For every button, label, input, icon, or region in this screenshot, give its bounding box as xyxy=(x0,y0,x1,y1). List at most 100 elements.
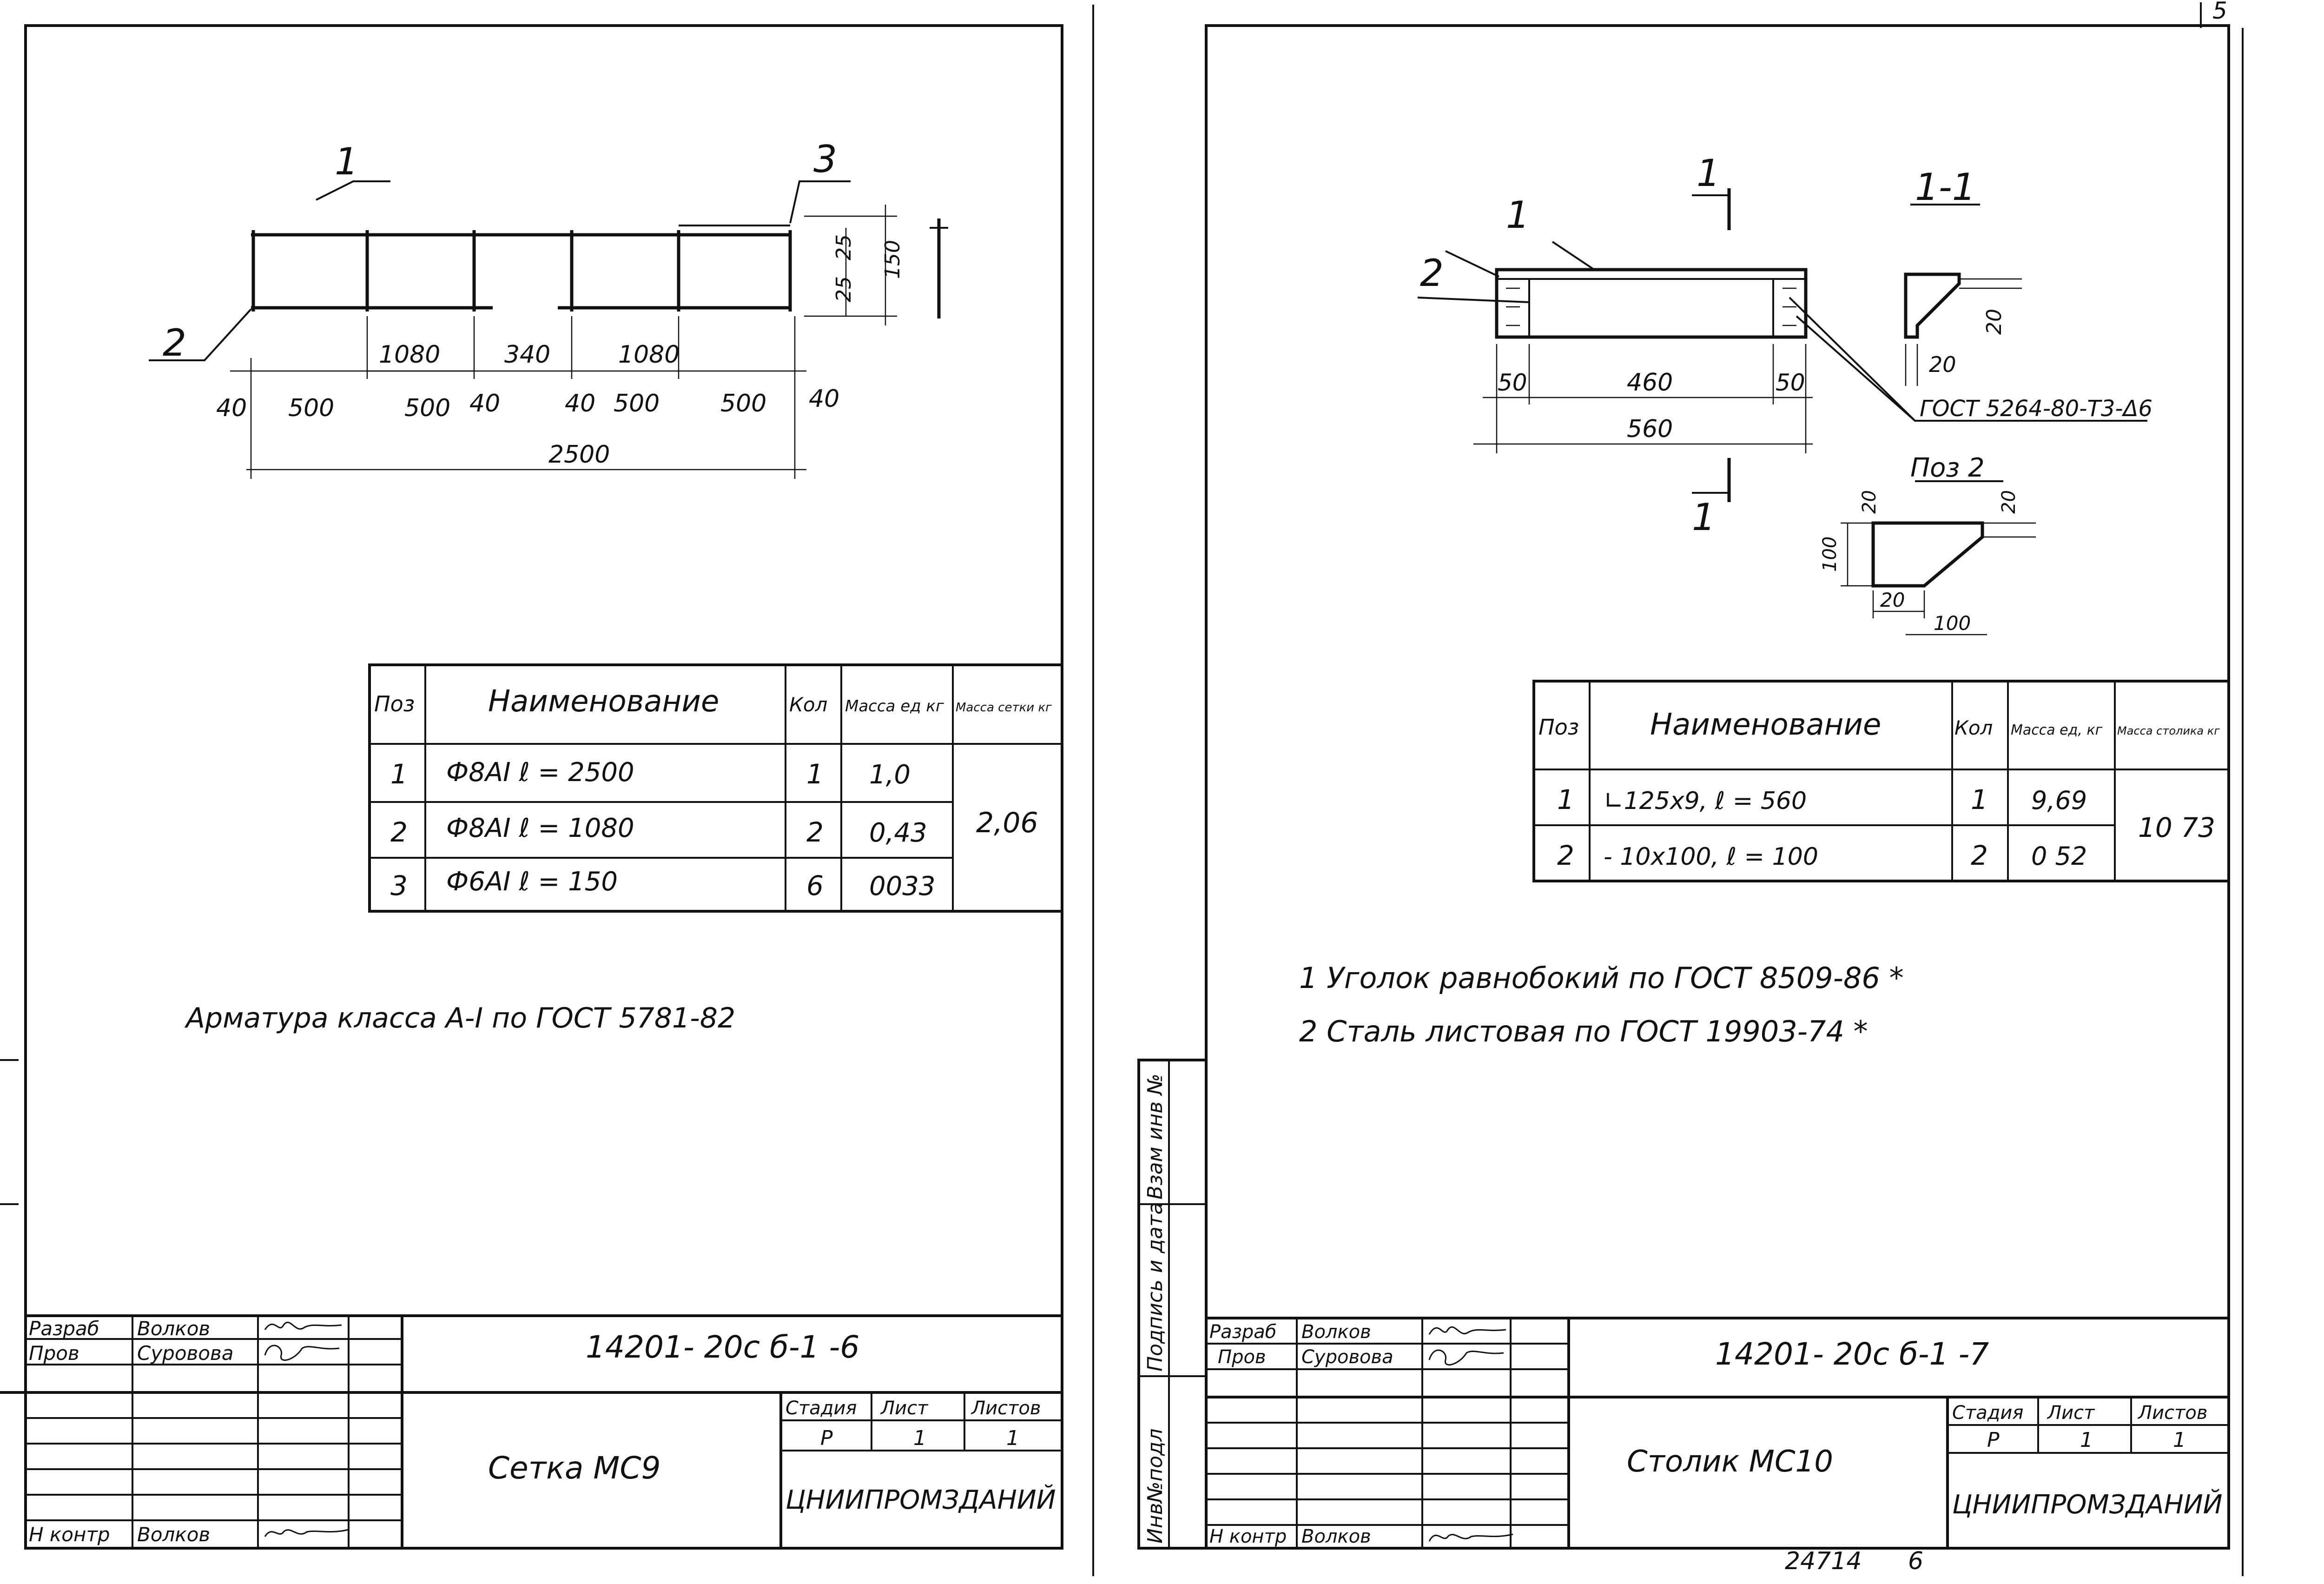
left-organization: ЦНИИПРОМЗДАНИЙ xyxy=(786,1485,1056,1515)
left-row3-mass: 0033 xyxy=(869,871,936,901)
mesh-callout-1: 1 xyxy=(335,140,358,183)
right-row2-pos: 2 xyxy=(1557,840,1574,871)
left-row2-name: Ф8АI ℓ = 1080 xyxy=(446,813,634,843)
left-note: Арматура класса А-I по ГОСТ 5781-82 xyxy=(184,1002,735,1034)
right-th-name: Наименование xyxy=(1650,708,1881,742)
left-sheets-label: Листов xyxy=(971,1398,1041,1419)
stand-dim-50-a: 50 xyxy=(1498,369,1527,396)
left-razrab-name: Волков xyxy=(137,1317,210,1340)
left-sheet-label: Лист xyxy=(880,1398,929,1419)
right-sheet-label: Лист xyxy=(2047,1402,2095,1424)
mesh-dim-40-a: 40 xyxy=(216,394,247,422)
left-row2-pos: 2 xyxy=(390,816,408,848)
left-razrab-label: Разраб xyxy=(29,1317,99,1340)
mesh-dim-500-c: 500 xyxy=(614,390,660,418)
left-stage-label: Стадия xyxy=(786,1398,857,1419)
right-stage-label: Стадия xyxy=(1952,1402,2023,1424)
mesh-dim-500-d: 500 xyxy=(720,390,766,418)
right-row2-qty: 2 xyxy=(1971,840,1988,871)
right-th-mass-total: Масса столика кг xyxy=(2117,724,2220,737)
pos2-dim-100-a: 100 xyxy=(1819,537,1841,572)
left-row3-pos: 3 xyxy=(390,870,408,901)
left-stage-value: Р xyxy=(820,1426,833,1450)
right-sheets-label: Листов xyxy=(2137,1402,2207,1424)
binding-marks xyxy=(0,2,2244,1576)
right-row2-mass: 0 52 xyxy=(2031,842,2087,871)
mesh-dim-500-b: 500 xyxy=(404,394,450,422)
sheet-number: 5 xyxy=(2212,0,2227,24)
left-row1-qty: 1 xyxy=(806,758,824,790)
left-nkontr-label: Н контр xyxy=(29,1523,110,1546)
left-row1-name: Ф8АI ℓ = 2500 xyxy=(446,757,634,788)
left-prov-label: Пров xyxy=(29,1342,79,1365)
right-th-mass-unit: Масса ед, кг xyxy=(2011,722,2103,738)
left-row3-name: Ф6АI ℓ = 150 xyxy=(446,867,618,897)
mesh-drawing xyxy=(149,180,948,479)
stand-dim-460: 460 xyxy=(1627,369,1673,397)
left-spec-table xyxy=(368,663,1063,913)
mesh-dim-500-a: 500 xyxy=(288,394,334,422)
right-total-mass: 10 73 xyxy=(2138,812,2215,843)
left-row1-pos: 1 xyxy=(390,758,408,790)
right-row1-mass: 9,69 xyxy=(2031,786,2087,815)
left-drawing-code: 14201- 20с б-1 -6 xyxy=(586,1329,859,1365)
section-dim-20-a: 20 xyxy=(1982,309,2006,335)
mesh-dim-40-b: 40 xyxy=(469,390,500,418)
right-spec-table xyxy=(1532,680,2230,882)
left-drawing-title: Сетка МС9 xyxy=(488,1450,660,1486)
stand-section-mark-top: 1 xyxy=(1697,152,1720,195)
stand-callout-1: 1 xyxy=(1506,193,1530,237)
left-th-mass-unit: Масса ед кг xyxy=(845,697,944,716)
left-prov-name: Суровова xyxy=(137,1342,233,1365)
pos2-dim-100-b: 100 xyxy=(1934,612,1971,635)
right-razrab-name: Волков xyxy=(1301,1321,1371,1343)
mesh-dim-40-d: 40 xyxy=(809,385,839,413)
right-row1-pos: 1 xyxy=(1557,784,1574,815)
stand-weld-note: ГОСТ 5264-80-Т3-Δ6 xyxy=(1920,396,2152,422)
right-prov-label: Пров xyxy=(1218,1346,1266,1368)
right-th-pos: Поз xyxy=(1538,715,1579,740)
pos2-dim-20-b: 20 xyxy=(1998,490,2020,514)
stamp-inv-orig: Инв№подл xyxy=(1143,1428,1167,1544)
section-dim-20-b: 20 xyxy=(1929,352,1956,377)
left-title-block xyxy=(0,1314,1062,1548)
stand-section-mark-bottom: 1 xyxy=(1692,496,1716,539)
left-th-mass-total: Масса сетки кг xyxy=(956,701,1052,715)
left-row2-qty: 2 xyxy=(806,816,824,848)
mesh-dim-2500: 2500 xyxy=(548,441,610,469)
right-th-qty: Кол xyxy=(1954,716,1993,739)
left-row1-mass: 1,0 xyxy=(869,760,911,790)
mesh-callout-3: 3 xyxy=(813,138,837,181)
left-sheet-value: 1 xyxy=(913,1426,926,1450)
right-stage-value: Р xyxy=(1987,1428,2000,1452)
archive-number: 24714 xyxy=(1785,1547,1862,1575)
mesh-dim-1080-b: 1080 xyxy=(618,341,680,369)
mesh-dim-1080-a: 1080 xyxy=(379,341,440,369)
left-th-pos: Поз xyxy=(374,691,415,716)
right-organization: ЦНИИПРОМЗДАНИЙ xyxy=(1952,1490,2223,1520)
right-note-1: 1 Уголок равнобокий по ГОСТ 8509-86 * xyxy=(1299,961,1904,995)
mesh-dim-150: 150 xyxy=(881,240,905,279)
stand-dim-560: 560 xyxy=(1627,415,1673,443)
stamp-vzam-inv: Взам инв № xyxy=(1143,1074,1167,1200)
stand-drawing xyxy=(1417,188,2147,636)
stand-callout-2: 2 xyxy=(1420,252,1444,295)
right-title-block xyxy=(1206,1317,2229,1548)
left-total-mass: 2,06 xyxy=(976,807,1038,839)
pos2-dim-20-a: 20 xyxy=(1859,490,1880,514)
right-prov-name: Суровова xyxy=(1301,1346,1393,1368)
mesh-dim-25-b: 25 xyxy=(832,276,856,302)
right-note-2: 2 Сталь листовая по ГОСТ 19903-74 * xyxy=(1299,1014,1868,1048)
stand-section-title: 1-1 xyxy=(1915,166,1976,209)
right-sheet: Взам инв № Подпись и дата Инв№подл xyxy=(1137,24,2230,1550)
left-row3-qty: 6 xyxy=(806,870,824,901)
pos2-dim-20-c: 20 xyxy=(1880,589,1905,611)
right-row1-qty: 1 xyxy=(1971,784,1988,815)
left-th-name: Наименование xyxy=(488,684,719,719)
archive-suffix: 6 xyxy=(1908,1547,1923,1575)
right-drawing-code: 14201- 20с б-1 -7 xyxy=(1715,1336,1989,1372)
left-th-qty: Кол xyxy=(789,693,827,716)
side-stamp xyxy=(1137,1059,1208,1550)
right-razrab-label: Разраб xyxy=(1209,1321,1276,1343)
